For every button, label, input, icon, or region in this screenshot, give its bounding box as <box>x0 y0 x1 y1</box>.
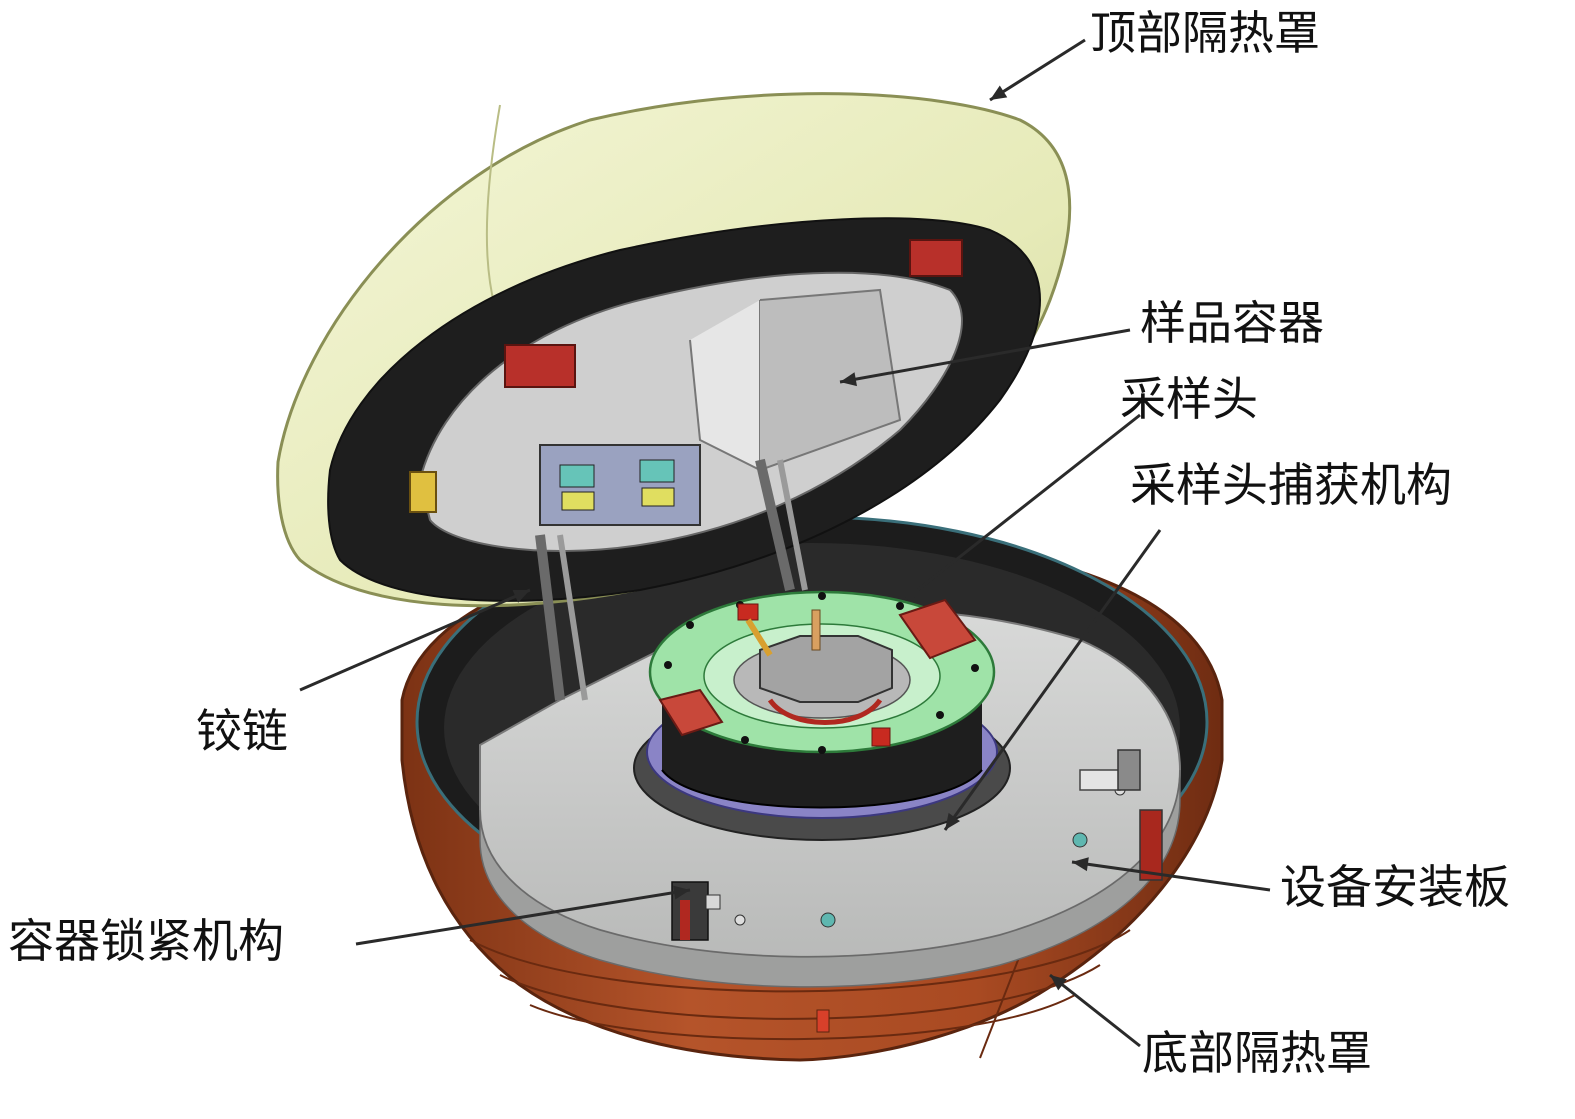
label-bottom-heat-shield: 底部隔热罩 <box>1142 1026 1372 1080</box>
leader-sampling-head-arrowhead <box>905 584 922 600</box>
leader-sample-container <box>839 328 1131 384</box>
leader-equipment-plate-arrowhead <box>1072 857 1089 872</box>
leader-bottom-heat-shield <box>1049 973 1141 1048</box>
leader-sampling-head-capture <box>943 529 1162 831</box>
leader-sampling-head <box>904 413 1141 602</box>
leader-container-lock-arrowhead <box>673 885 690 900</box>
hinge-struts <box>535 458 808 701</box>
sampling-head-shape <box>737 603 893 747</box>
leader-lines <box>299 38 1271 1048</box>
leader-bottom-heat-shield-arrowhead <box>1050 975 1067 991</box>
leader-container-lock <box>355 888 691 946</box>
leader-hinge <box>299 588 531 692</box>
leader-top-heat-shield-arrowhead <box>990 85 1008 100</box>
label-top-heat-shield: 顶部隔热罩 <box>1090 6 1320 60</box>
leader-top-heat-shield <box>989 38 1086 102</box>
label-sample-container: 样品容器 <box>1140 296 1324 350</box>
capture-latch-blocks <box>658 598 977 737</box>
leader-hinge-arrowhead <box>512 589 530 603</box>
top-heat-shield-shape <box>276 92 1072 608</box>
leader-sample-container-arrowhead <box>840 372 857 387</box>
leader-sampling-head-capture-arrowhead <box>945 812 961 830</box>
label-equipment-plate: 设备安装板 <box>1280 860 1510 914</box>
label-sampling-head-capture: 采样头捕获机构 <box>1130 458 1452 512</box>
label-sampling-head: 采样头 <box>1120 372 1258 426</box>
label-container-lock: 容器锁紧机构 <box>8 914 284 968</box>
leader-equipment-plate <box>1071 860 1271 892</box>
label-hinge: 铰链 <box>196 704 288 758</box>
